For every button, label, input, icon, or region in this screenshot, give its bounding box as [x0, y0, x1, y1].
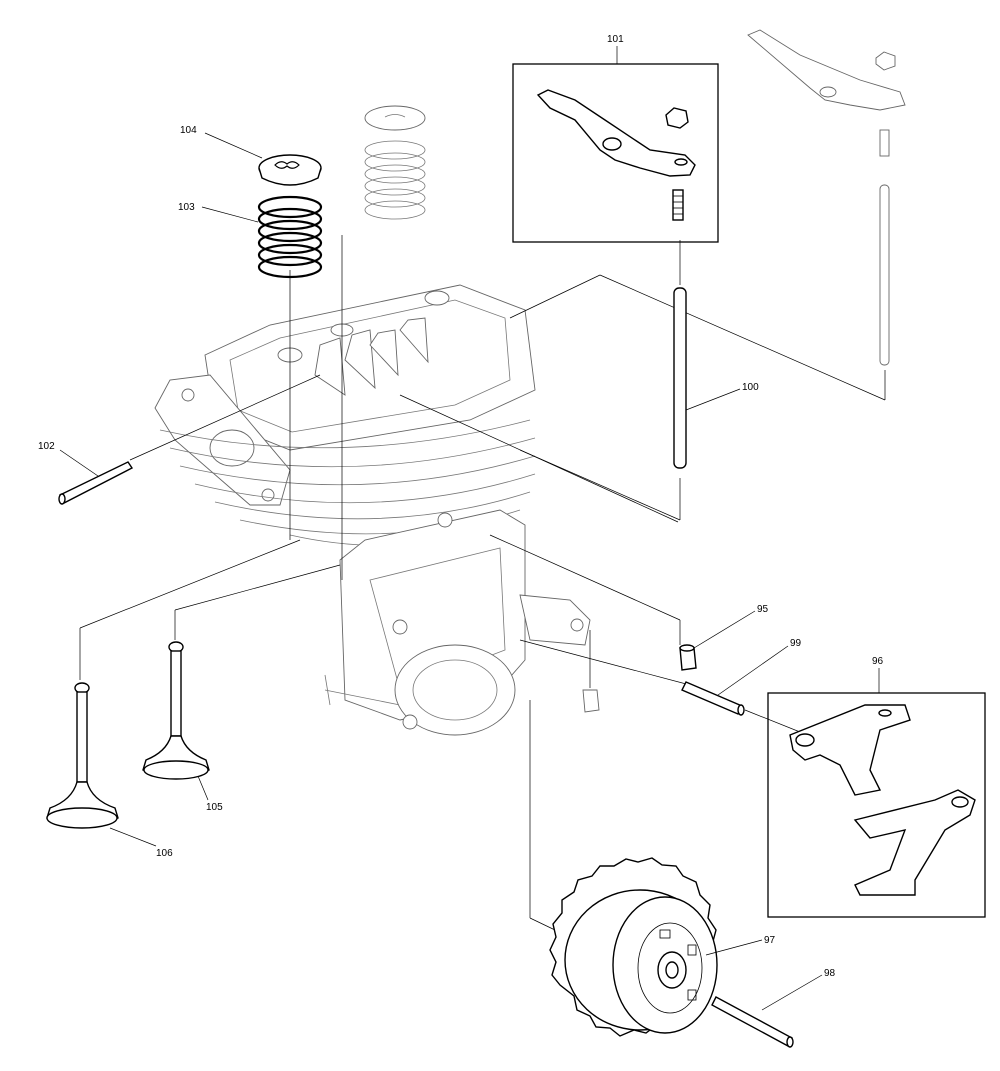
label-101: 101: [607, 34, 624, 45]
rocker-arm-101: [536, 89, 696, 221]
valve-spring-103: [257, 195, 323, 279]
label-104: 104: [180, 125, 197, 136]
pin-102: [58, 461, 134, 505]
cam-followers-96: [789, 704, 976, 896]
tappet-95: [679, 644, 697, 671]
label-106: 106: [156, 848, 173, 859]
label-105: 105: [206, 802, 223, 813]
callout-leaders: [59, 46, 880, 1011]
label-98: 98: [824, 968, 836, 979]
spring-retainer-104: [258, 154, 322, 186]
label-97: 97: [764, 935, 776, 946]
cam-gear-97: [549, 857, 718, 1037]
label-103: 103: [178, 202, 195, 213]
rocker-arm-detail-box: [512, 63, 719, 243]
label-95: 95: [757, 604, 769, 615]
push-rod-100: [673, 287, 687, 469]
label-102: 102: [38, 441, 55, 452]
part-number-labels: 101 104 103 100 102 95 99 96 105 106 97 …: [38, 34, 884, 979]
label-100: 100: [742, 382, 759, 393]
cam-follower-detail-box: [767, 692, 986, 918]
label-99: 99: [790, 638, 802, 649]
ghost-valve-spring: [364, 140, 426, 220]
cylinder-head-assembly: [154, 29, 906, 736]
valve-105: [142, 641, 210, 780]
alignment-lines: [79, 235, 886, 931]
label-96: 96: [872, 656, 884, 667]
pin-98: [711, 996, 794, 1048]
valve-106: [46, 682, 119, 829]
shaft-99: [681, 681, 745, 716]
